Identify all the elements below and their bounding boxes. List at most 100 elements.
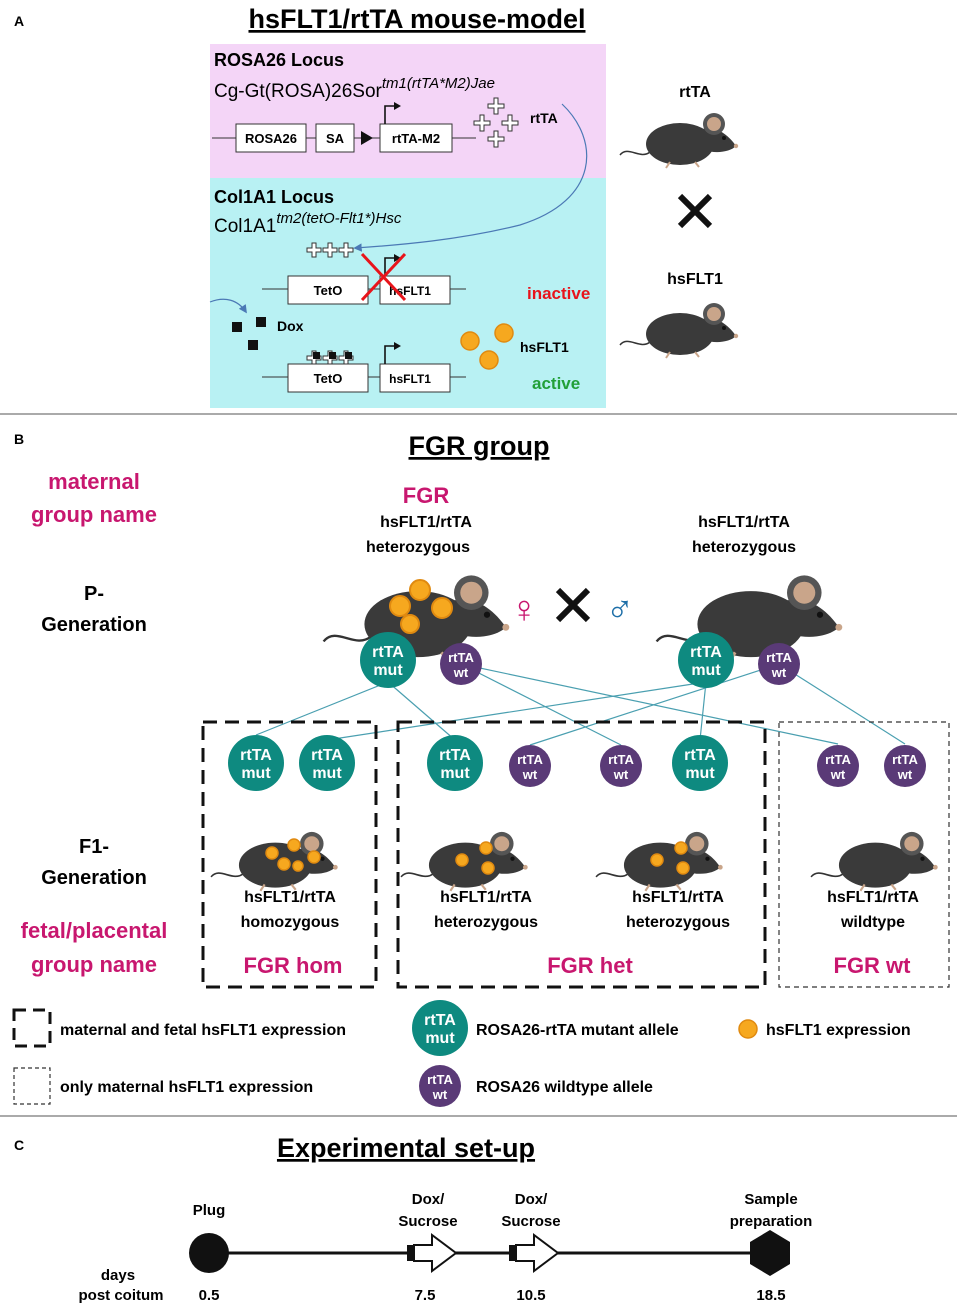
svg-text:wt: wt [453, 665, 469, 680]
sa-box [315, 123, 355, 153]
female-genotype-1: hsFLT1/rtTA [380, 514, 472, 531]
svg-text:rtTA: rtTA [517, 752, 543, 767]
rtta-m2-label: rtTA-M2 [392, 131, 440, 146]
svg-text:rtTA: rtTA [448, 650, 474, 665]
legend-thick-dashed-icon [12, 1008, 52, 1048]
group-wt-label: FGR wt [834, 953, 912, 978]
teto-label-active: TetO [314, 371, 343, 386]
f1-gen-2: Generation [41, 867, 147, 889]
rosa26-box [235, 123, 307, 153]
dox-arrow-marker-icon [407, 1233, 458, 1273]
dox-label: Dox [277, 318, 304, 334]
svg-text:mut: mut [241, 765, 271, 782]
event-dox2-label-1: Dox/ [515, 1191, 548, 1208]
p-allele-mut-female: rtTA mut [360, 632, 416, 688]
het-a-genotype-1: hsFLT1/rtTA [440, 889, 532, 906]
male-genotype-2: heterozygous [692, 539, 796, 556]
f1-allele-mut: rtTA mut [228, 735, 284, 791]
mouse-rtta-icon [619, 112, 740, 169]
fgr-wt-box [778, 721, 950, 988]
teto-box-active [287, 363, 369, 393]
f1-mouse-wt [809, 830, 939, 892]
hsflt1-box-inactive [379, 275, 451, 305]
svg-text:rtTA: rtTA [825, 752, 851, 767]
rosa26-label: ROSA26 [245, 131, 297, 146]
f1-mouse-hom [209, 830, 339, 892]
svg-text:mut: mut [440, 765, 470, 782]
mouse-rtta-label: rtTA [679, 84, 711, 101]
het-a-genotype-2: heterozygous [434, 914, 538, 931]
p-gen-1: P- [84, 583, 104, 605]
panel-b-title: FGR group [409, 431, 550, 461]
sa-label: SA [326, 131, 345, 146]
p-allele-wt-male: rtTA wt [758, 643, 800, 685]
het-b-genotype-2: heterozygous [626, 914, 730, 931]
female-symbol: ♀ [510, 589, 539, 631]
legend-wt-allele-icon: rtTA wt [419, 1065, 461, 1107]
f1-allele-mut: rtTA mut [427, 735, 483, 791]
day-sample: 18.5 [756, 1287, 785, 1304]
f1-gen-1: F1- [79, 836, 109, 858]
inactive-label: inactive [527, 284, 590, 303]
f1-mouse-het [399, 830, 529, 892]
svg-text:rtTA: rtTA [372, 644, 404, 661]
mating-cross-icon [555, 587, 591, 623]
svg-text:rtTA: rtTA [608, 752, 634, 767]
loxp-triangle-icon [361, 131, 373, 145]
dox-icons [232, 317, 266, 350]
inheritance-lines [255, 663, 906, 746]
svg-text:wt: wt [522, 767, 538, 782]
svg-text:wt: wt [897, 767, 913, 782]
svg-text:wt: wt [830, 767, 846, 782]
legend-wt-allele: ROSA26 wildtype allele [476, 1079, 653, 1096]
hsflt1-box-active [379, 363, 451, 393]
rtta-protein-icons [473, 97, 519, 148]
p-allele-mut-male: rtTA mut [678, 632, 734, 688]
rtta-m2-box [379, 123, 453, 153]
rosa-allele: Cg-Gt(ROSA)26Sortm1(rtTA*M2)Jae [214, 75, 495, 102]
svg-text:rtTA: rtTA [311, 747, 343, 764]
hom-genotype-1: hsFLT1/rtTA [244, 889, 336, 906]
svg-text:mut: mut [691, 662, 721, 679]
dox-arrow [209, 298, 247, 314]
panel-c-letter: C [14, 1137, 24, 1153]
hsflt1-protein-icons [460, 323, 514, 370]
svg-text:mut: mut [425, 1030, 455, 1047]
svg-text:wt: wt [771, 665, 787, 680]
col-allele: Col1A1tm2(tetO-Flt1*)Hsc [214, 210, 402, 237]
male-genotype-1: hsFLT1/rtTA [698, 514, 790, 531]
f1-mouse-het [594, 830, 724, 892]
days-label-1: days [101, 1267, 135, 1284]
day-dox2: 10.5 [516, 1287, 545, 1304]
legend-mut-allele-icon: rtTA mut [412, 1000, 468, 1056]
group-hom-label: FGR hom [244, 953, 343, 978]
rtta-bound-icons [306, 242, 354, 258]
active-label: active [532, 374, 580, 393]
dox-arrow-marker-icon [509, 1233, 560, 1273]
male-symbol: ♂ [606, 589, 635, 631]
svg-text:wt: wt [432, 1087, 448, 1102]
days-label-2: post coitum [79, 1287, 164, 1304]
svg-text:rtTA: rtTA [424, 1012, 456, 1029]
legend-maternal-only: only maternal hsFLT1 expression [60, 1079, 313, 1096]
mouse-hsflt1-label: hsFLT1 [667, 271, 723, 288]
rosa-locus-box [210, 44, 606, 178]
hsflt1-protein-label: hsFLT1 [520, 339, 569, 355]
wt-genotype-1: hsFLT1/rtTA [827, 889, 919, 906]
panel-b-letter: B [14, 431, 24, 447]
maternal-label-1: maternal [48, 469, 140, 494]
teto-label-inactive: TetO [314, 283, 343, 298]
cross-icon [677, 193, 713, 229]
female-mouse [321, 573, 511, 664]
panel-a-title: hsFLT1/rtTA mouse-model [248, 4, 585, 34]
svg-text:mut: mut [685, 765, 715, 782]
hsflt1-label-active: hsFLT1 [389, 372, 431, 386]
event-sample-label-1: Sample [744, 1191, 797, 1208]
rtta-label: rtTA [530, 110, 558, 126]
f1-allele-wt: rtTA wt [817, 745, 859, 787]
rosa-heading: ROSA26 Locus [214, 50, 344, 70]
f1-allele-wt: rtTA wt [600, 745, 642, 787]
day-plug: 0.5 [199, 1287, 220, 1304]
event-plug-label: Plug [193, 1202, 226, 1219]
plug-marker-icon [189, 1233, 229, 1273]
